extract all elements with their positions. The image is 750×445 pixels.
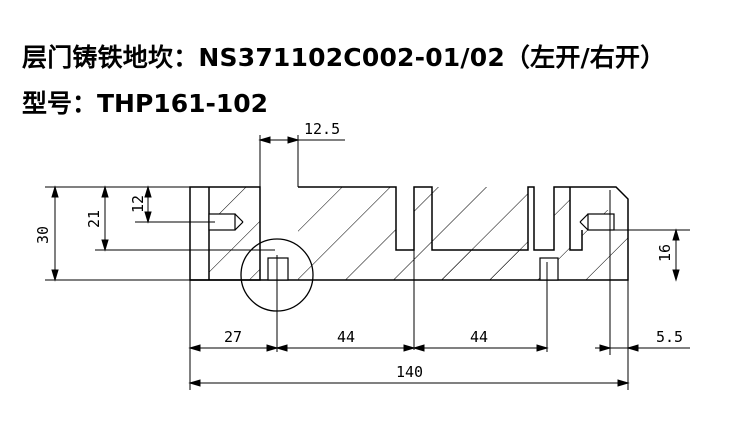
dim-right-offset: 5.5 (656, 328, 683, 346)
dim-height-total: 30 (34, 226, 52, 244)
extension-lines (45, 135, 690, 390)
drawing-title: 层门铸铁地坎：NS371102C002-01/02（左开/右开） (22, 43, 666, 72)
model-number: 型号：THP161-102 (22, 89, 269, 118)
dim-overall-length: 140 (396, 363, 423, 381)
dimension-lines (51, 136, 690, 387)
dim-spacing-b: 44 (470, 328, 488, 346)
dim-spacing-a: 44 (337, 328, 355, 346)
dim-hole-right: 16 (656, 244, 674, 262)
dim-top-slot: 12.5 (304, 120, 340, 138)
dim-left-offset: 27 (224, 328, 242, 346)
dim-hole-left: 12 (129, 195, 147, 213)
bolt-holes (208, 213, 615, 281)
section-hatching (209, 187, 628, 280)
dim-height-slot: 21 (85, 210, 103, 228)
